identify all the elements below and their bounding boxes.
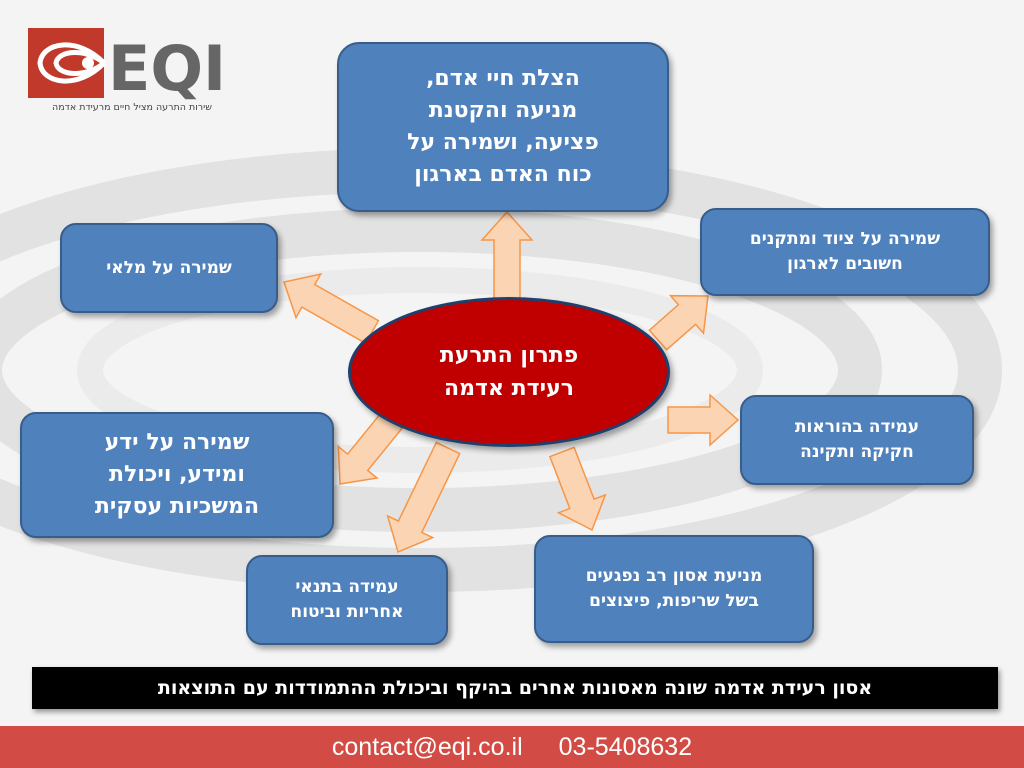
footer-bar: contact@eqi.co.il 03-5408632 — [0, 726, 1024, 768]
arrow-to-top-left — [283, 273, 380, 345]
node-left-line: שמירה על ידע — [104, 430, 250, 456]
footer-phone[interactable]: 03-5408632 — [558, 732, 693, 761]
node-top-left-line: שמירה על מלאי — [106, 257, 232, 278]
node-right: עמידה בהוראות חקיקה ותקינה — [740, 395, 974, 485]
node-bottom-right-line: מניעת אסון רב נפגעים — [585, 566, 763, 587]
node-bottom-left-line: אחריות וביטוח — [290, 602, 404, 622]
node-top-line: כוח האדם בארגון — [414, 161, 592, 187]
center-node-line: רעידת אדמה — [444, 376, 574, 401]
node-top: הצלת חיי אדם, מניעה והקטנת פציעה, ושמירה… — [337, 42, 669, 212]
arrow-to-bottom-right — [548, 446, 607, 532]
node-bottom-left-line: עמידה בתנאי — [295, 577, 399, 598]
logo: EQI שירות התרעה מציל חיים מרעידת אדמה — [28, 26, 238, 126]
node-right-line: עמידה בהוראות — [794, 417, 920, 438]
arrow-to-top-right — [648, 294, 709, 351]
center-node-line: פתרון התרעת — [439, 343, 579, 368]
logo-swirl-icon: EQI — [28, 28, 226, 100]
arrow-to-top — [480, 210, 534, 301]
node-left-line: ומידע, ויכולת — [109, 462, 245, 488]
node-top-right: שמירה על ציוד ומתקנים חשובים לארגון — [700, 208, 990, 296]
node-left-line: המשכיות עסקית — [94, 493, 260, 519]
node-top-left: שמירה על מלאי — [60, 223, 278, 313]
arrow-to-bottom-left — [386, 441, 461, 554]
bottom-banner: אסון רעידת אדמה שונה מאסונות אחרים בהיקף… — [32, 667, 998, 709]
node-top-line: פציעה, ושמירה על — [407, 130, 599, 155]
logo-wordmark: EQI — [108, 32, 226, 100]
node-left: שמירה על ידע ומידע, ויכולת המשכיות עסקית — [20, 412, 334, 538]
node-bottom-left: עמידה בתנאי אחריות וביטוח — [246, 555, 448, 645]
arrow-to-right — [667, 393, 740, 447]
node-bottom-right-line: בשל שריפות, פיצוצים — [589, 591, 759, 611]
node-right-line: חקיקה ותקינה — [800, 442, 914, 462]
node-top-right-line: חשובים לארגון — [787, 254, 903, 274]
node-bottom-right: מניעת אסון רב נפגעים בשל שריפות, פיצוצים — [534, 535, 814, 643]
arrow-to-left — [337, 410, 404, 485]
node-top-right-line: שמירה על ציוד ומתקנים — [749, 229, 941, 250]
node-top-line: הצלת חיי אדם, — [426, 66, 580, 92]
logo-tagline: שירות התרעה מציל חיים מרעידת אדמה — [52, 102, 212, 113]
center-node: פתרון התרעת רעידת אדמה — [348, 297, 670, 447]
node-top-line: מניעה והקטנת — [428, 98, 578, 124]
footer-email[interactable]: contact@eqi.co.il — [331, 732, 523, 761]
